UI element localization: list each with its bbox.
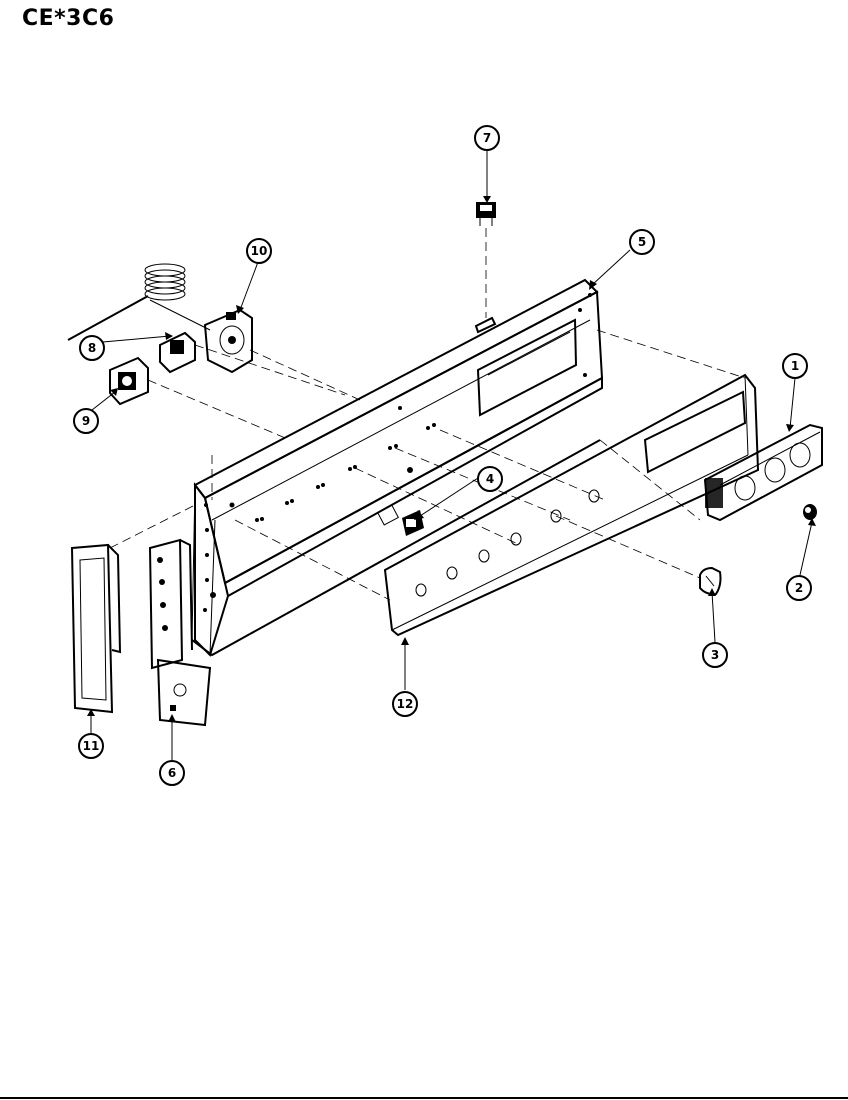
callout-1: 1 xyxy=(782,353,808,379)
callout-2: 2 xyxy=(786,575,812,601)
knob-part-3 xyxy=(699,566,722,596)
callout-10-number: 10 xyxy=(251,244,268,258)
callout-12-number: 12 xyxy=(397,697,414,711)
backguard-part xyxy=(191,278,604,657)
callout-12: 12 xyxy=(392,691,418,717)
callout-2-number: 2 xyxy=(795,581,803,595)
callout-9: 9 xyxy=(73,408,99,434)
callout-7-number: 7 xyxy=(483,131,491,145)
callout-8: 8 xyxy=(79,335,105,361)
callout-3-number: 3 xyxy=(711,648,719,662)
knob-part-2 xyxy=(803,504,817,520)
callout-3: 3 xyxy=(702,642,728,668)
callout-4-number: 4 xyxy=(486,472,494,486)
model-code-title: CE*3C6 xyxy=(22,6,115,31)
callout-11-number: 11 xyxy=(83,739,100,753)
callout-5-number: 5 xyxy=(638,235,646,249)
callout-4: 4 xyxy=(477,466,503,492)
switch-part-9 xyxy=(109,356,149,406)
callout-6: 6 xyxy=(159,760,185,786)
callout-10: 10 xyxy=(246,238,272,264)
callout-11: 11 xyxy=(78,733,104,759)
callout-6-number: 6 xyxy=(168,766,176,780)
switch-part-8 xyxy=(159,331,196,374)
callout-5: 5 xyxy=(629,229,655,255)
control-panel-part xyxy=(383,373,760,637)
leader-lines xyxy=(87,150,816,760)
assembly-guide-lines xyxy=(109,228,746,601)
bottom-rule xyxy=(0,1097,848,1099)
indicator-light-part xyxy=(476,202,496,226)
end-cap-part xyxy=(70,543,122,714)
end-bracket-part xyxy=(148,538,212,727)
callout-1-number: 1 xyxy=(791,359,799,373)
callout-7: 7 xyxy=(474,125,500,151)
callout-8-number: 8 xyxy=(88,341,96,355)
control-housing-part xyxy=(703,423,823,522)
callout-9-number: 9 xyxy=(82,414,90,428)
